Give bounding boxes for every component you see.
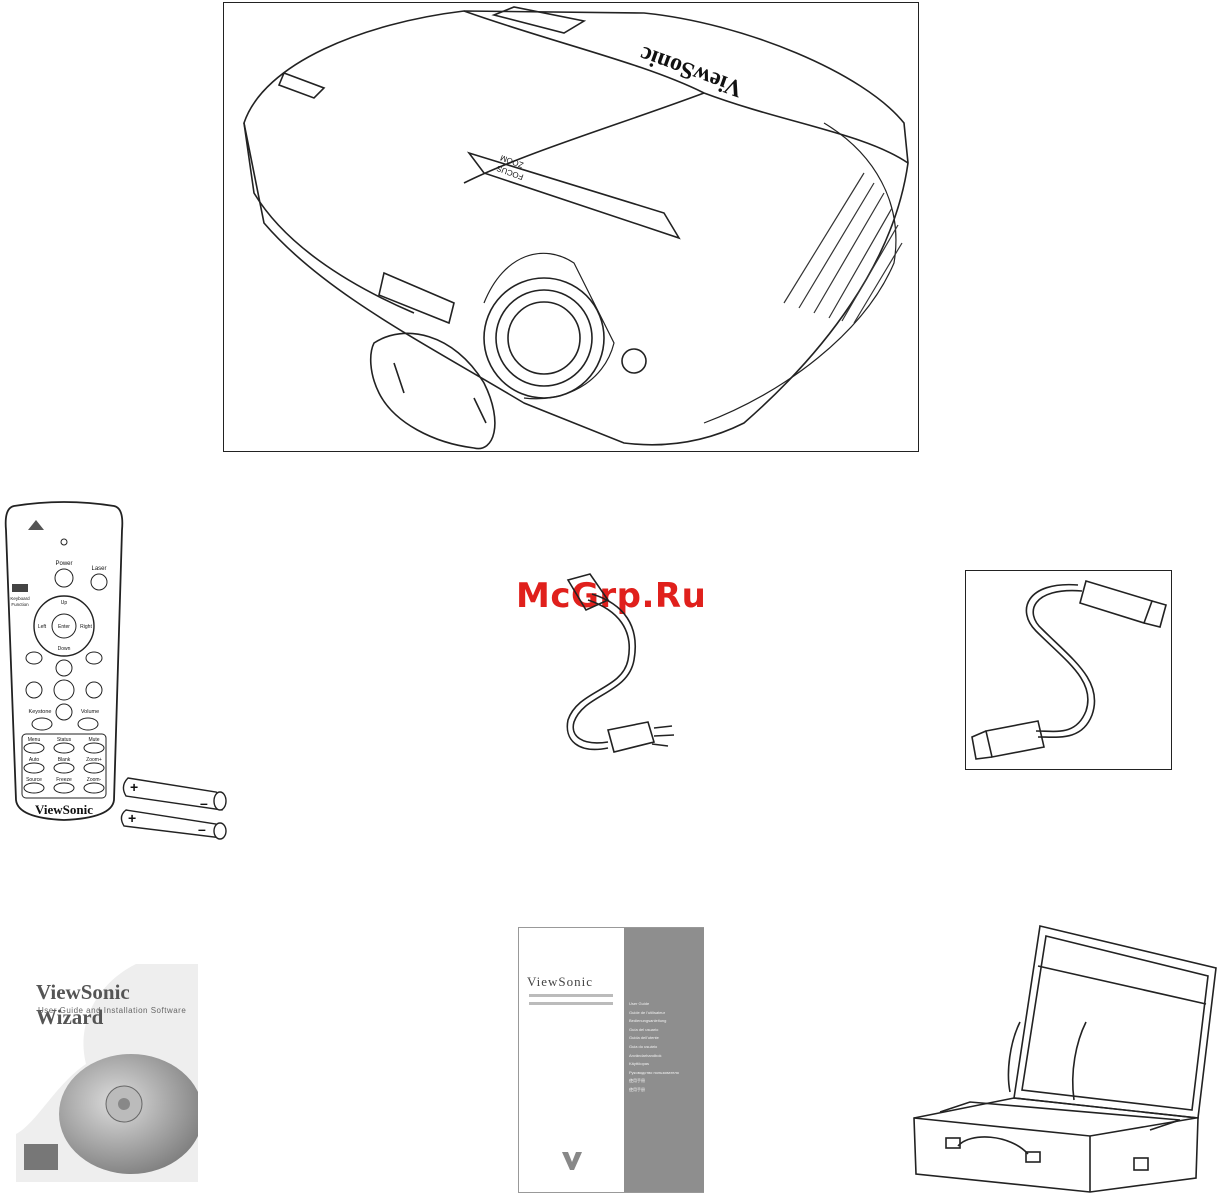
projector-brand: ViewSonic — [636, 41, 746, 102]
batteries: + + – – — [120, 768, 230, 840]
remote-laser-label: Laser — [91, 566, 106, 572]
remote-enter-label: Enter — [58, 624, 70, 630]
viewsonic-logo-icon — [562, 1152, 582, 1170]
battery-plus-icon: + — [130, 779, 138, 795]
remote-zoom-minus-label: Zoom- — [87, 777, 102, 783]
manual-line: Bedienungsanleitung — [629, 1018, 667, 1024]
manual-language-list: User Guide Guide de l'utilisateur Bedien… — [629, 1000, 701, 1095]
manual-line: Användarhandbok — [629, 1052, 662, 1058]
manual-brand: ViewSonic — [527, 974, 593, 989]
manual-line: Руководство пользователя — [629, 1069, 679, 1075]
cd-subtitle: User Guide and Installation Software — [38, 1006, 187, 1015]
remote-menu-label: Menu — [28, 737, 41, 743]
remote-status-label: Status — [57, 737, 72, 743]
warning-icon — [28, 520, 44, 530]
remote-down-label: Down — [58, 646, 71, 652]
cd-artwork — [16, 964, 198, 1182]
carrying-case-illustration — [913, 925, 1217, 1193]
remote-brand: ViewSonic — [35, 802, 93, 817]
remote-volume-label: Volume — [81, 709, 99, 715]
projector-figure: ViewSonic ZOOM FOCUS — [223, 2, 919, 452]
remote-left-label: Left — [38, 624, 47, 630]
remote-up-label: Up — [61, 600, 68, 606]
manual-line: User Guide — [629, 1001, 650, 1006]
remote-freeze-label: Freeze — [56, 777, 72, 783]
manual-line: Guia do usuário — [629, 1043, 658, 1049]
remote-power-label: Power — [55, 561, 72, 567]
power-cord — [538, 570, 688, 766]
remote-mute-label: Mute — [88, 737, 99, 743]
projector-illustration: ViewSonic ZOOM FOCUS — [243, 6, 909, 450]
battery-minus-icon: – — [200, 795, 208, 811]
user-guide-booklet: ViewSonic User Guide Guide de l'utilisat… — [518, 927, 704, 1193]
manual-line: Käyttöopas — [629, 1061, 650, 1067]
vga-cable-figure — [965, 570, 1172, 770]
carrying-case — [910, 922, 1224, 1196]
remote-blank-label: Blank — [58, 757, 71, 763]
batteries-illustration: + + – – — [120, 777, 227, 840]
manual-subtitle-line — [529, 994, 613, 997]
remote-auto-label: Auto — [29, 757, 40, 763]
manual-line: Guía del usuario — [629, 1026, 659, 1032]
remote-keystone-label: Keystone — [29, 709, 52, 715]
battery-plus-icon: + — [128, 810, 136, 826]
power-cord-illustration — [566, 573, 675, 753]
manual-side-panel — [624, 928, 704, 1192]
remote-function-label: Function — [11, 602, 29, 607]
remote-right-label: Right — [80, 624, 92, 630]
manual-line: 使用手冊 — [629, 1078, 645, 1084]
remote-body: Power Laser Keyboard Function Up Down Le… — [4, 501, 124, 821]
remote-source-label: Source — [26, 777, 42, 783]
manual-subtitle-line — [529, 1002, 613, 1005]
remote-control: Power Laser Keyboard Function Up Down Le… — [2, 500, 126, 822]
wizard-cd: ViewSonic Wizard User Guide and Installa… — [16, 964, 198, 1182]
manual-line: Guida dell'utente — [629, 1035, 659, 1041]
manual-line: Guide de l'utilisateur — [629, 1009, 666, 1015]
cd-title: ViewSonic Wizard — [36, 980, 130, 1029]
remote-keyboard-label: Keyboard — [10, 596, 30, 601]
vga-cable-illustration — [971, 579, 1167, 760]
watermark-text: McGrp.Ru — [516, 576, 707, 616]
remote-zoom-plus-label: Zoom+ — [86, 757, 102, 763]
manual-line: 使用手册 — [629, 1086, 645, 1092]
battery-minus-icon: – — [198, 821, 206, 837]
